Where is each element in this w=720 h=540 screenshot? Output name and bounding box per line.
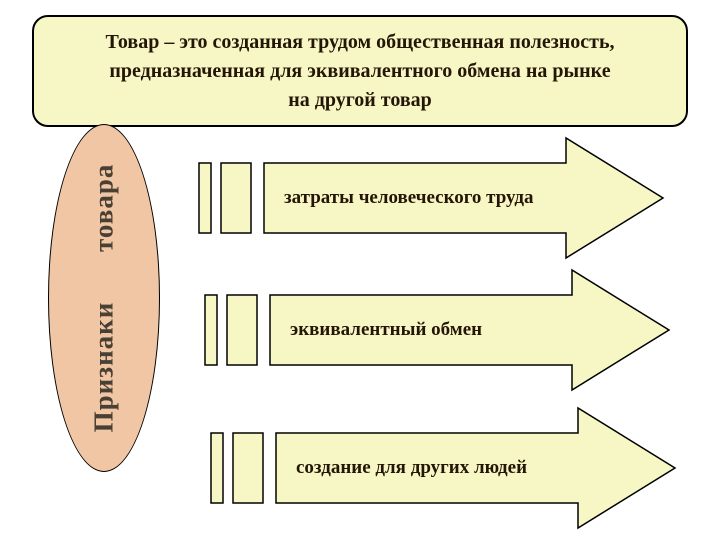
striped-right-arrow-shape [198,136,665,260]
arrow-body [263,136,665,260]
title-box: Товар – это созданная трудом общественна… [32,15,688,127]
arrow-row-created-for-others: создание для других людей [210,403,680,533]
arrow-label-labor-costs: затраты человеческого труда [284,187,534,208]
title-line-1: Товар – это созданная трудом общественна… [105,30,615,53]
arrow-body [275,406,677,530]
arrow-body [269,268,671,392]
arrow-row-equivalent-exchange: эквивалентный обмен [204,265,674,395]
arrow-row-labor-costs: затраты человеческого труда [198,133,668,263]
arrow-stripe-thin [204,294,218,366]
features-ellipse-label: Признаки товара [88,163,119,433]
title-line-3: на другой товар [288,88,432,111]
arrow-label-equivalent-exchange: эквивалентный обмен [290,319,483,340]
arrow-stripe-wide [220,162,252,234]
striped-right-arrow-shape [210,406,677,530]
features-ellipse: Признаки товара [48,124,160,472]
arrow-stripe-wide [226,294,258,366]
title-line-2: предназначенная для эквивалентного обмен… [109,59,611,82]
striped-right-arrow-shape [204,268,671,392]
arrow-stripe-thin [198,162,212,234]
arrow-label-created-for-others: создание для других людей [296,457,528,478]
arrow-stripe-thin [210,432,224,504]
arrow-stripe-wide [232,432,264,504]
